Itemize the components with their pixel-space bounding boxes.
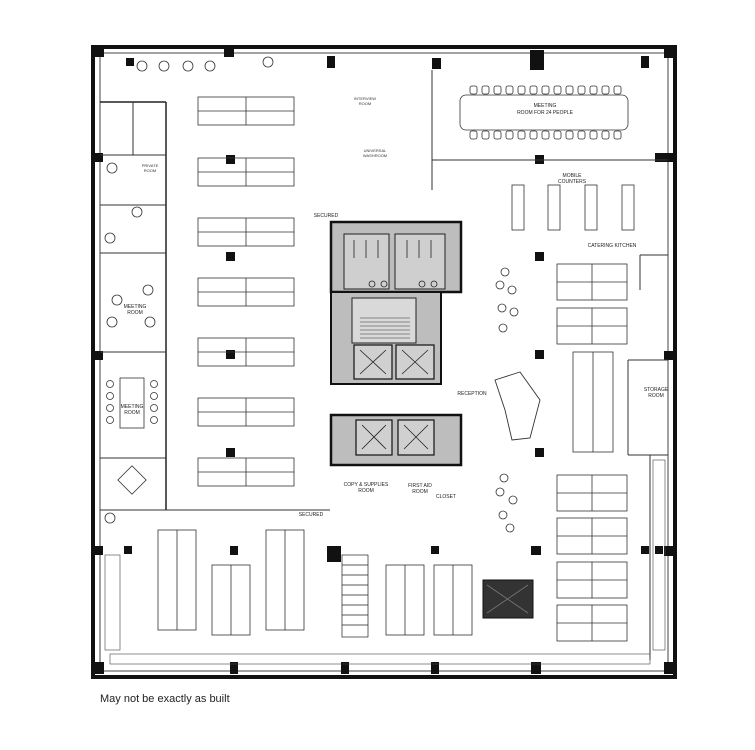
copy-supplies-label-1: COPY & SUPPLIES: [344, 482, 389, 488]
meeting-room-left2-label-2: ROOM: [124, 410, 140, 416]
meeting-room-left-label-1: MEETING: [124, 304, 147, 310]
workstations-right: [556, 263, 628, 642]
building-core: [329, 220, 463, 467]
reception-label: RECEPTION: [457, 391, 487, 397]
meeting-room-24-title: MEETING: [534, 103, 557, 109]
universal-washroom-label-1: UNIVERSAL: [364, 148, 387, 153]
stair-bottom: [341, 554, 369, 638]
mobile-counters-label-1: MOBILE: [563, 173, 583, 179]
meeting-room-24-sub: ROOM FOR 24 PEOPLE: [517, 110, 574, 116]
catering-kitchen-label: CATERING KITCHEN: [588, 243, 637, 249]
workstations-left: [197, 96, 295, 487]
interview-label-2: ROOM: [359, 101, 371, 106]
storage-label-1: STORAGE: [644, 387, 669, 393]
outer-wall: [91, 45, 677, 679]
boardroom-table: [459, 85, 629, 140]
private-room-label-2: ROOM: [144, 168, 156, 173]
secured-label-2: SECURED: [299, 512, 324, 518]
reception-desk: [494, 371, 541, 441]
first-aid-label-1: FIRST AID: [408, 483, 432, 489]
mobile-counters-label-2: COUNTERS: [558, 179, 587, 185]
copy-supplies-label-2: ROOM: [358, 488, 374, 494]
first-aid-label-2: ROOM: [412, 489, 428, 495]
private-room-label-1: PRIVATE: [142, 163, 159, 168]
workstations-bottom: [157, 529, 473, 636]
storage-label-2: ROOM: [648, 393, 664, 399]
meeting-room-left-label-2: ROOM: [127, 310, 143, 316]
secured-label-1: SECURED: [314, 213, 339, 219]
interview-label-1: INTERVIEW: [354, 96, 376, 101]
inner-perimeter: [99, 52, 669, 672]
meeting-room-left2-label-1: MEETING: [121, 404, 144, 410]
disclaimer-note: May not be exactly as built: [100, 693, 230, 705]
mobile-counters: [511, 184, 635, 231]
universal-washroom-label-2: WASHROOM: [363, 153, 387, 158]
columns: [95, 48, 674, 674]
closet-label: CLOSET: [436, 494, 456, 500]
